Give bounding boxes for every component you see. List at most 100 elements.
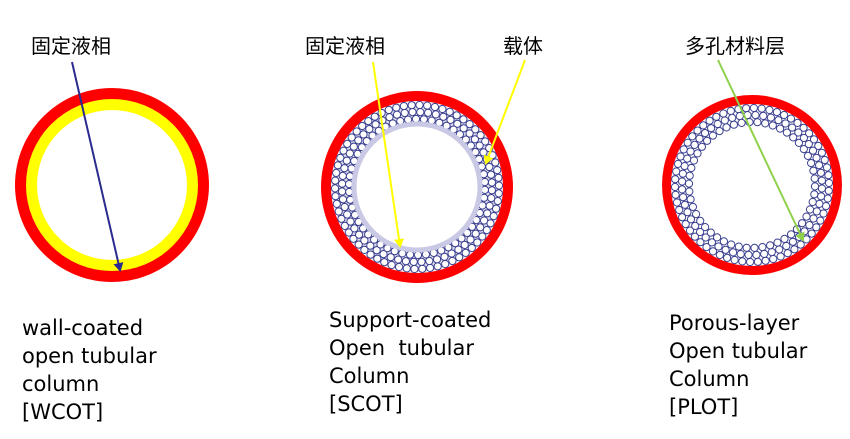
support-particle xyxy=(426,257,433,264)
support-particle xyxy=(494,198,501,205)
porous-particle xyxy=(687,148,694,155)
support-particle xyxy=(331,185,338,192)
porous-particle xyxy=(713,113,720,120)
porous-particle xyxy=(743,244,750,251)
support-particle xyxy=(486,163,493,170)
support-particle xyxy=(487,171,494,178)
porous-particle xyxy=(729,114,736,121)
porous-particle xyxy=(767,114,774,121)
support-particle xyxy=(486,202,493,209)
porous-particle xyxy=(806,222,813,229)
support-particle xyxy=(484,210,491,217)
scot-support-arrow xyxy=(486,60,525,163)
porous-particle xyxy=(750,104,757,111)
support-particle xyxy=(339,188,346,195)
porous-particle xyxy=(811,183,818,190)
support-particle xyxy=(425,109,432,116)
porous-particle xyxy=(687,196,694,203)
plot-caption-line-4: [PLOT] xyxy=(669,393,807,421)
support-particle xyxy=(343,157,350,164)
support-particle xyxy=(339,180,346,187)
porous-particle xyxy=(702,224,709,231)
support-particle xyxy=(418,258,425,265)
porous-particle xyxy=(811,175,818,182)
porous-particle xyxy=(701,130,708,137)
support-particle xyxy=(385,106,392,113)
porous-particle xyxy=(745,251,752,258)
porous-particle xyxy=(753,251,760,258)
porous-particle xyxy=(739,258,746,265)
support-particle xyxy=(388,261,395,268)
porous-particle xyxy=(758,105,765,112)
support-particle xyxy=(332,177,339,184)
porous-particle xyxy=(690,157,697,164)
porous-particle xyxy=(697,217,704,224)
support-particle xyxy=(472,230,479,237)
porous-particle xyxy=(706,117,713,124)
porous-particle xyxy=(680,146,687,153)
support-particle xyxy=(417,109,424,116)
porous-particle xyxy=(801,228,808,235)
porous-particle xyxy=(673,199,680,206)
porous-particle xyxy=(714,120,721,127)
wcot-cross-section xyxy=(15,88,209,282)
porous-particle xyxy=(730,249,737,256)
porous-particle xyxy=(694,127,701,134)
porous-particle xyxy=(773,109,780,116)
porous-particle xyxy=(820,210,827,217)
porous-particle xyxy=(685,180,692,187)
plot-caption-line-3: Column xyxy=(669,365,807,393)
porous-particle xyxy=(817,217,824,224)
porous-particle xyxy=(808,160,815,167)
plot-porous-label: 多孔材料层 xyxy=(685,32,785,60)
porous-particle xyxy=(723,124,730,131)
porous-particle xyxy=(700,122,707,129)
porous-particle xyxy=(681,201,688,208)
porous-particle xyxy=(768,249,775,256)
porous-particle xyxy=(727,107,734,114)
support-particle xyxy=(360,131,367,138)
porous-particle xyxy=(774,239,781,246)
support-particle xyxy=(449,257,456,264)
support-particle xyxy=(402,258,409,265)
porous-particle xyxy=(720,238,727,245)
porous-particle xyxy=(754,119,761,126)
porous-particle xyxy=(766,106,773,113)
support-particle xyxy=(495,190,502,197)
scot-caption: Support-coated Open tubular Column [SCOT… xyxy=(329,306,491,418)
support-particle xyxy=(400,103,407,110)
porous-particle xyxy=(759,244,766,251)
scot-cross-section xyxy=(321,91,513,283)
porous-particle xyxy=(686,172,693,179)
porous-particle xyxy=(724,254,731,261)
porous-particle xyxy=(760,112,767,119)
porous-particle xyxy=(789,238,796,245)
wcot-caption-line-4: [WCOT] xyxy=(22,398,157,426)
porous-particle xyxy=(737,251,744,258)
support-particle xyxy=(488,187,495,194)
porous-particle xyxy=(762,120,769,127)
porous-particle xyxy=(676,206,683,213)
porous-particle xyxy=(776,246,783,253)
support-particle xyxy=(474,239,481,246)
porous-particle xyxy=(707,229,714,236)
porous-particle xyxy=(714,234,721,241)
support-particle xyxy=(359,122,366,129)
support-particle xyxy=(427,264,434,271)
support-particle xyxy=(346,150,353,157)
porous-particle xyxy=(813,224,820,231)
support-particle xyxy=(495,174,502,181)
scot-support-label: 载体 xyxy=(503,32,543,60)
porous-particle xyxy=(672,191,679,198)
porous-particle xyxy=(803,236,810,243)
wcot-caption-line-1: wall-coated xyxy=(22,314,157,342)
porous-particle xyxy=(704,137,711,144)
support-particle xyxy=(332,193,339,200)
support-particle xyxy=(410,258,417,265)
scot-caption-line-4: [SCOT] xyxy=(329,390,491,418)
support-particle xyxy=(381,259,388,266)
porous-particle xyxy=(818,185,825,192)
support-particle xyxy=(333,200,340,207)
porous-particle xyxy=(790,134,797,141)
scot-stationary-label: 固定液相 xyxy=(305,32,385,60)
